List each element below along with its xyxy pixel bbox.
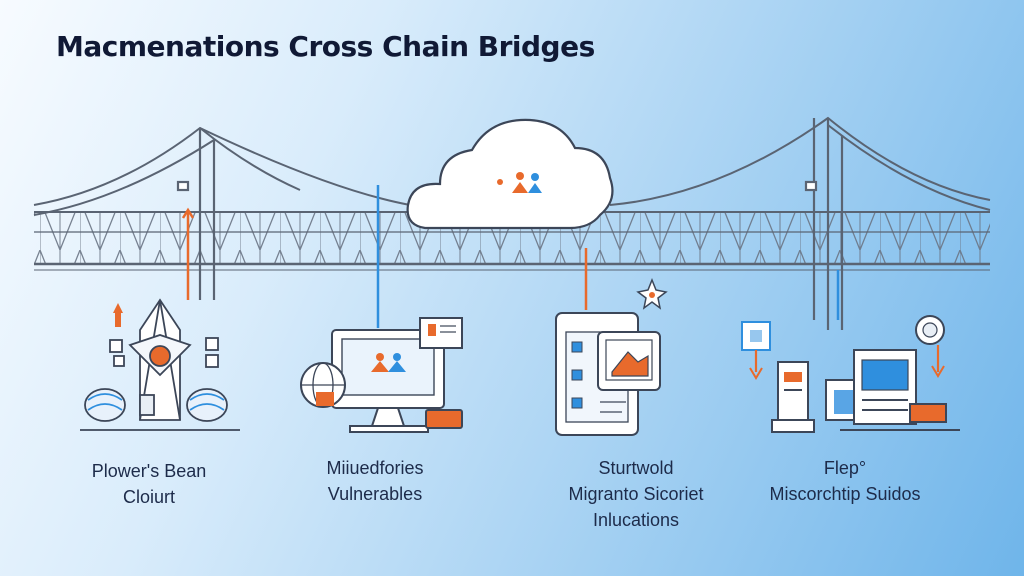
caption-line: Flep° [823, 458, 867, 478]
caption-item-4: Flep° Miscorchtip Suidos [740, 455, 950, 507]
bridge-towers [176, 118, 844, 330]
caption-item-1: Plower's Bean Cloiurt [64, 458, 234, 510]
people-icon [497, 172, 542, 193]
cloud-icon [406, 118, 614, 230]
tower-node-icon [80, 298, 240, 431]
caption-line: Miscorchtip Suidos [769, 484, 921, 504]
connector-lines [181, 185, 840, 328]
caption-line: Sturtwold [598, 458, 674, 478]
caption-line: Vulnerables [327, 484, 423, 504]
caption-line: Miiuedfories [326, 458, 424, 478]
caption-item-2: Miiuedfories Vulnerables [290, 455, 460, 507]
server-station-icon [741, 315, 960, 433]
tablet-device-icon [555, 277, 668, 436]
caption-item-3: Sturtwold Migranto Sicoriet Inlucations [526, 455, 746, 533]
page-title: Macmenations Cross Chain Bridges [56, 30, 595, 63]
caption-line: Plower's Bean [91, 461, 207, 481]
caption-line: Migranto Sicoriet [568, 484, 704, 504]
computer-monitor-icon [300, 317, 463, 433]
caption-line: Cloiurt [122, 487, 175, 507]
caption-line: Inlucations [592, 510, 680, 530]
